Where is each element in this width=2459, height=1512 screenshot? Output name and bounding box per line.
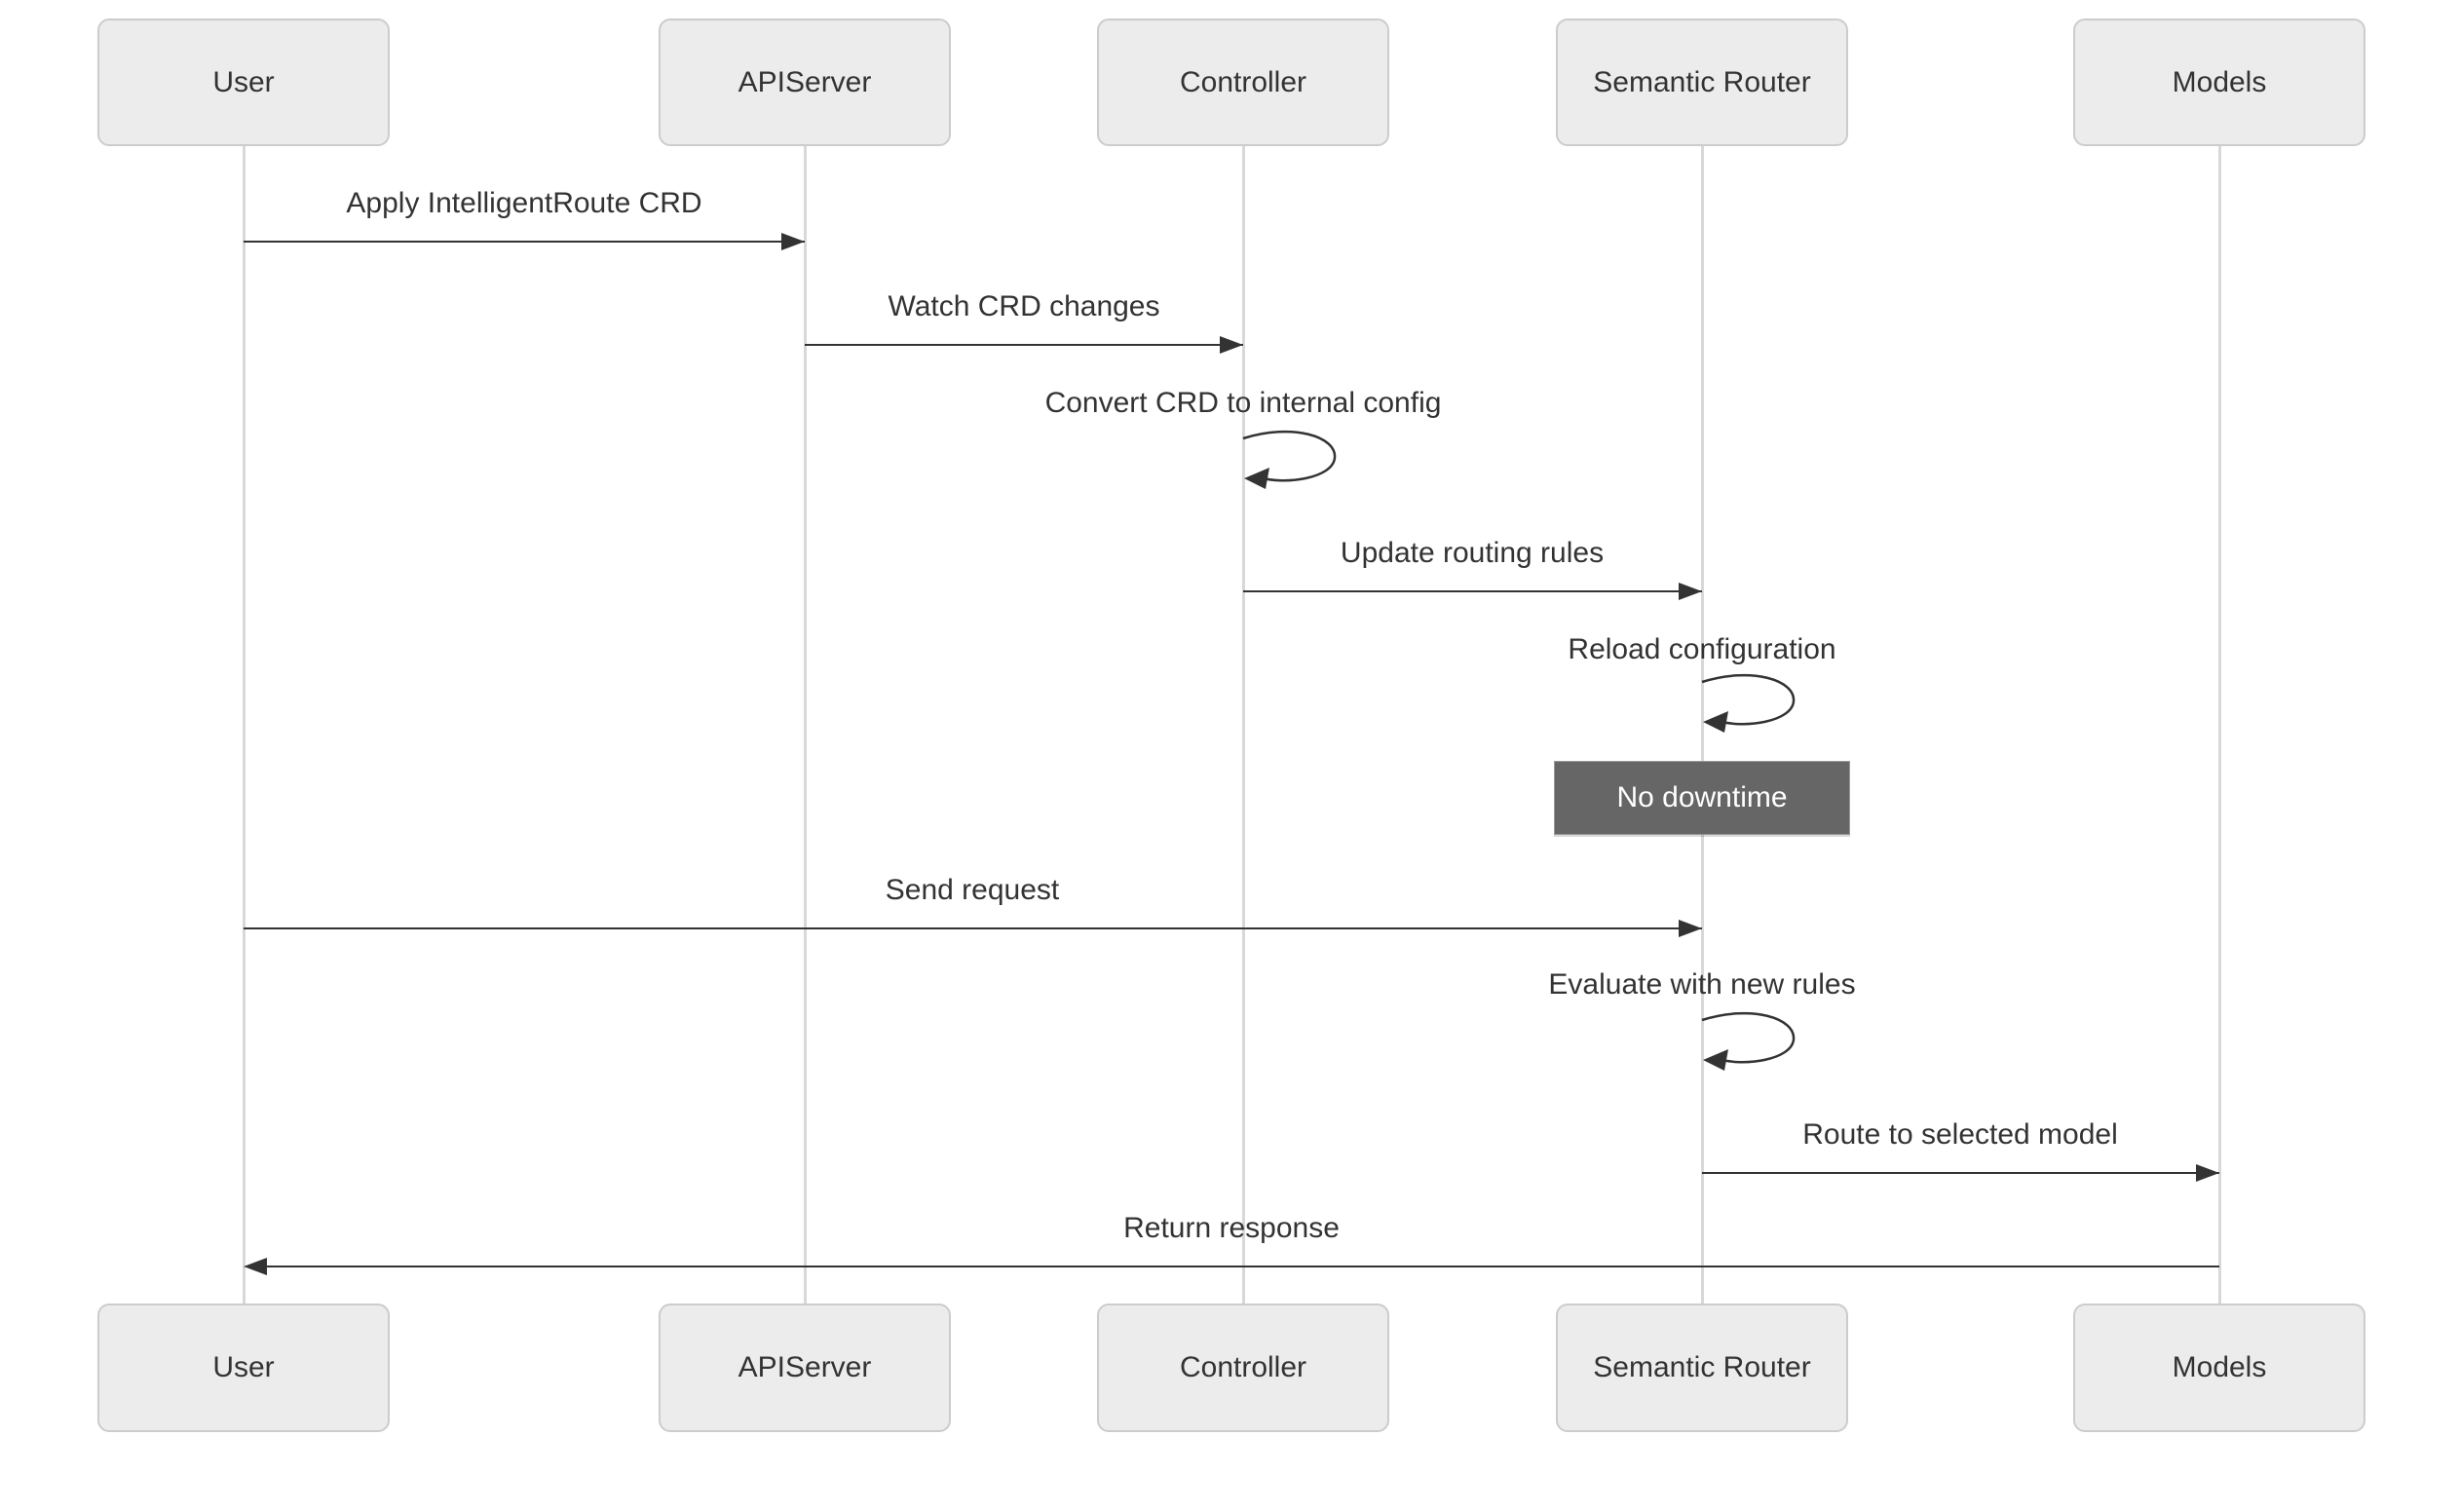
actor-box-semantic-router-top: Semantic Router <box>1556 19 1848 146</box>
actor-label-models-top: Models <box>2172 65 2267 98</box>
actor-label-models-bottom: Models <box>2172 1351 2267 1383</box>
message-label-evaluate-with-new-rules: Evaluate with new rules <box>1548 968 1856 1001</box>
message-label-reload-configuration: Reload configuration <box>1568 633 1836 665</box>
lifeline-apiserver <box>803 146 807 1304</box>
actor-box-apiserver-top: APIServer <box>659 19 951 146</box>
self-loop-reload-configuration <box>1701 670 1818 737</box>
actor-label-apiserver-top: APIServer <box>738 65 872 98</box>
arrowhead-right-icon <box>1679 920 1702 937</box>
message-label-return-response: Return response <box>1123 1212 1340 1244</box>
message-label-apply-intelligentroute-crd: Apply IntelligentRoute CRD <box>346 187 702 219</box>
actor-box-apiserver-bottom: APIServer <box>659 1304 951 1432</box>
message-arrow-watch-crd-changes <box>805 344 1243 346</box>
actor-label-user-bottom: User <box>212 1351 275 1383</box>
arrowhead-right-icon <box>2196 1164 2219 1182</box>
actor-box-controller-top: Controller <box>1097 19 1389 146</box>
lifeline-models <box>2217 146 2221 1304</box>
self-loop-convert-crd <box>1242 427 1359 493</box>
arrowhead-right-icon <box>781 233 805 250</box>
arrowhead-right-icon <box>1679 583 1702 600</box>
actor-label-controller-bottom: Controller <box>1179 1351 1307 1383</box>
actor-label-apiserver-bottom: APIServer <box>738 1351 872 1383</box>
message-label-convert-crd-to-internal-config: Convert CRD to internal config <box>1044 387 1442 419</box>
note-label-no-downtime: No downtime <box>1616 781 1788 813</box>
message-arrow-route-to-selected-model <box>1702 1172 2219 1174</box>
actor-label-semantic-router-top: Semantic Router <box>1593 65 1811 98</box>
self-loop-arrow-icon <box>1701 1011 1796 1071</box>
actor-label-user-top: User <box>212 65 275 98</box>
actor-box-user-top: User <box>97 19 390 146</box>
lifeline-controller <box>1241 146 1245 1304</box>
message-label-update-routing-rules: Update routing rules <box>1340 537 1605 569</box>
actor-box-controller-bottom: Controller <box>1097 1304 1389 1432</box>
lifeline-semantic-router <box>1700 146 1704 1304</box>
self-loop-arrow-icon <box>1242 430 1337 489</box>
message-arrow-send-request <box>244 927 1702 929</box>
actor-label-semantic-router-bottom: Semantic Router <box>1593 1351 1811 1383</box>
message-label-send-request: Send request <box>885 874 1060 906</box>
message-arrow-return-response <box>265 1266 2219 1267</box>
message-arrow-apply-intelligentroute-crd <box>244 241 805 243</box>
self-loop-evaluate-with-new-rules <box>1701 1008 1818 1075</box>
actor-label-controller-top: Controller <box>1179 65 1307 98</box>
note-no-downtime: No downtime <box>1554 761 1850 835</box>
self-loop-arrow-icon <box>1701 673 1796 733</box>
message-arrow-update-routing-rules <box>1243 590 1702 592</box>
actor-box-user-bottom: User <box>97 1304 390 1432</box>
actor-box-semantic-router-bottom: Semantic Router <box>1556 1304 1848 1432</box>
arrowhead-left-icon <box>244 1258 267 1275</box>
lifeline-user <box>242 146 246 1304</box>
actor-box-models-bottom: Models <box>2073 1304 2365 1432</box>
arrowhead-right-icon <box>1220 336 1243 354</box>
actor-box-models-top: Models <box>2073 19 2365 146</box>
message-label-route-to-selected-model: Route to selected model <box>1802 1118 2118 1151</box>
message-label-watch-crd-changes: Watch CRD changes <box>888 290 1160 322</box>
